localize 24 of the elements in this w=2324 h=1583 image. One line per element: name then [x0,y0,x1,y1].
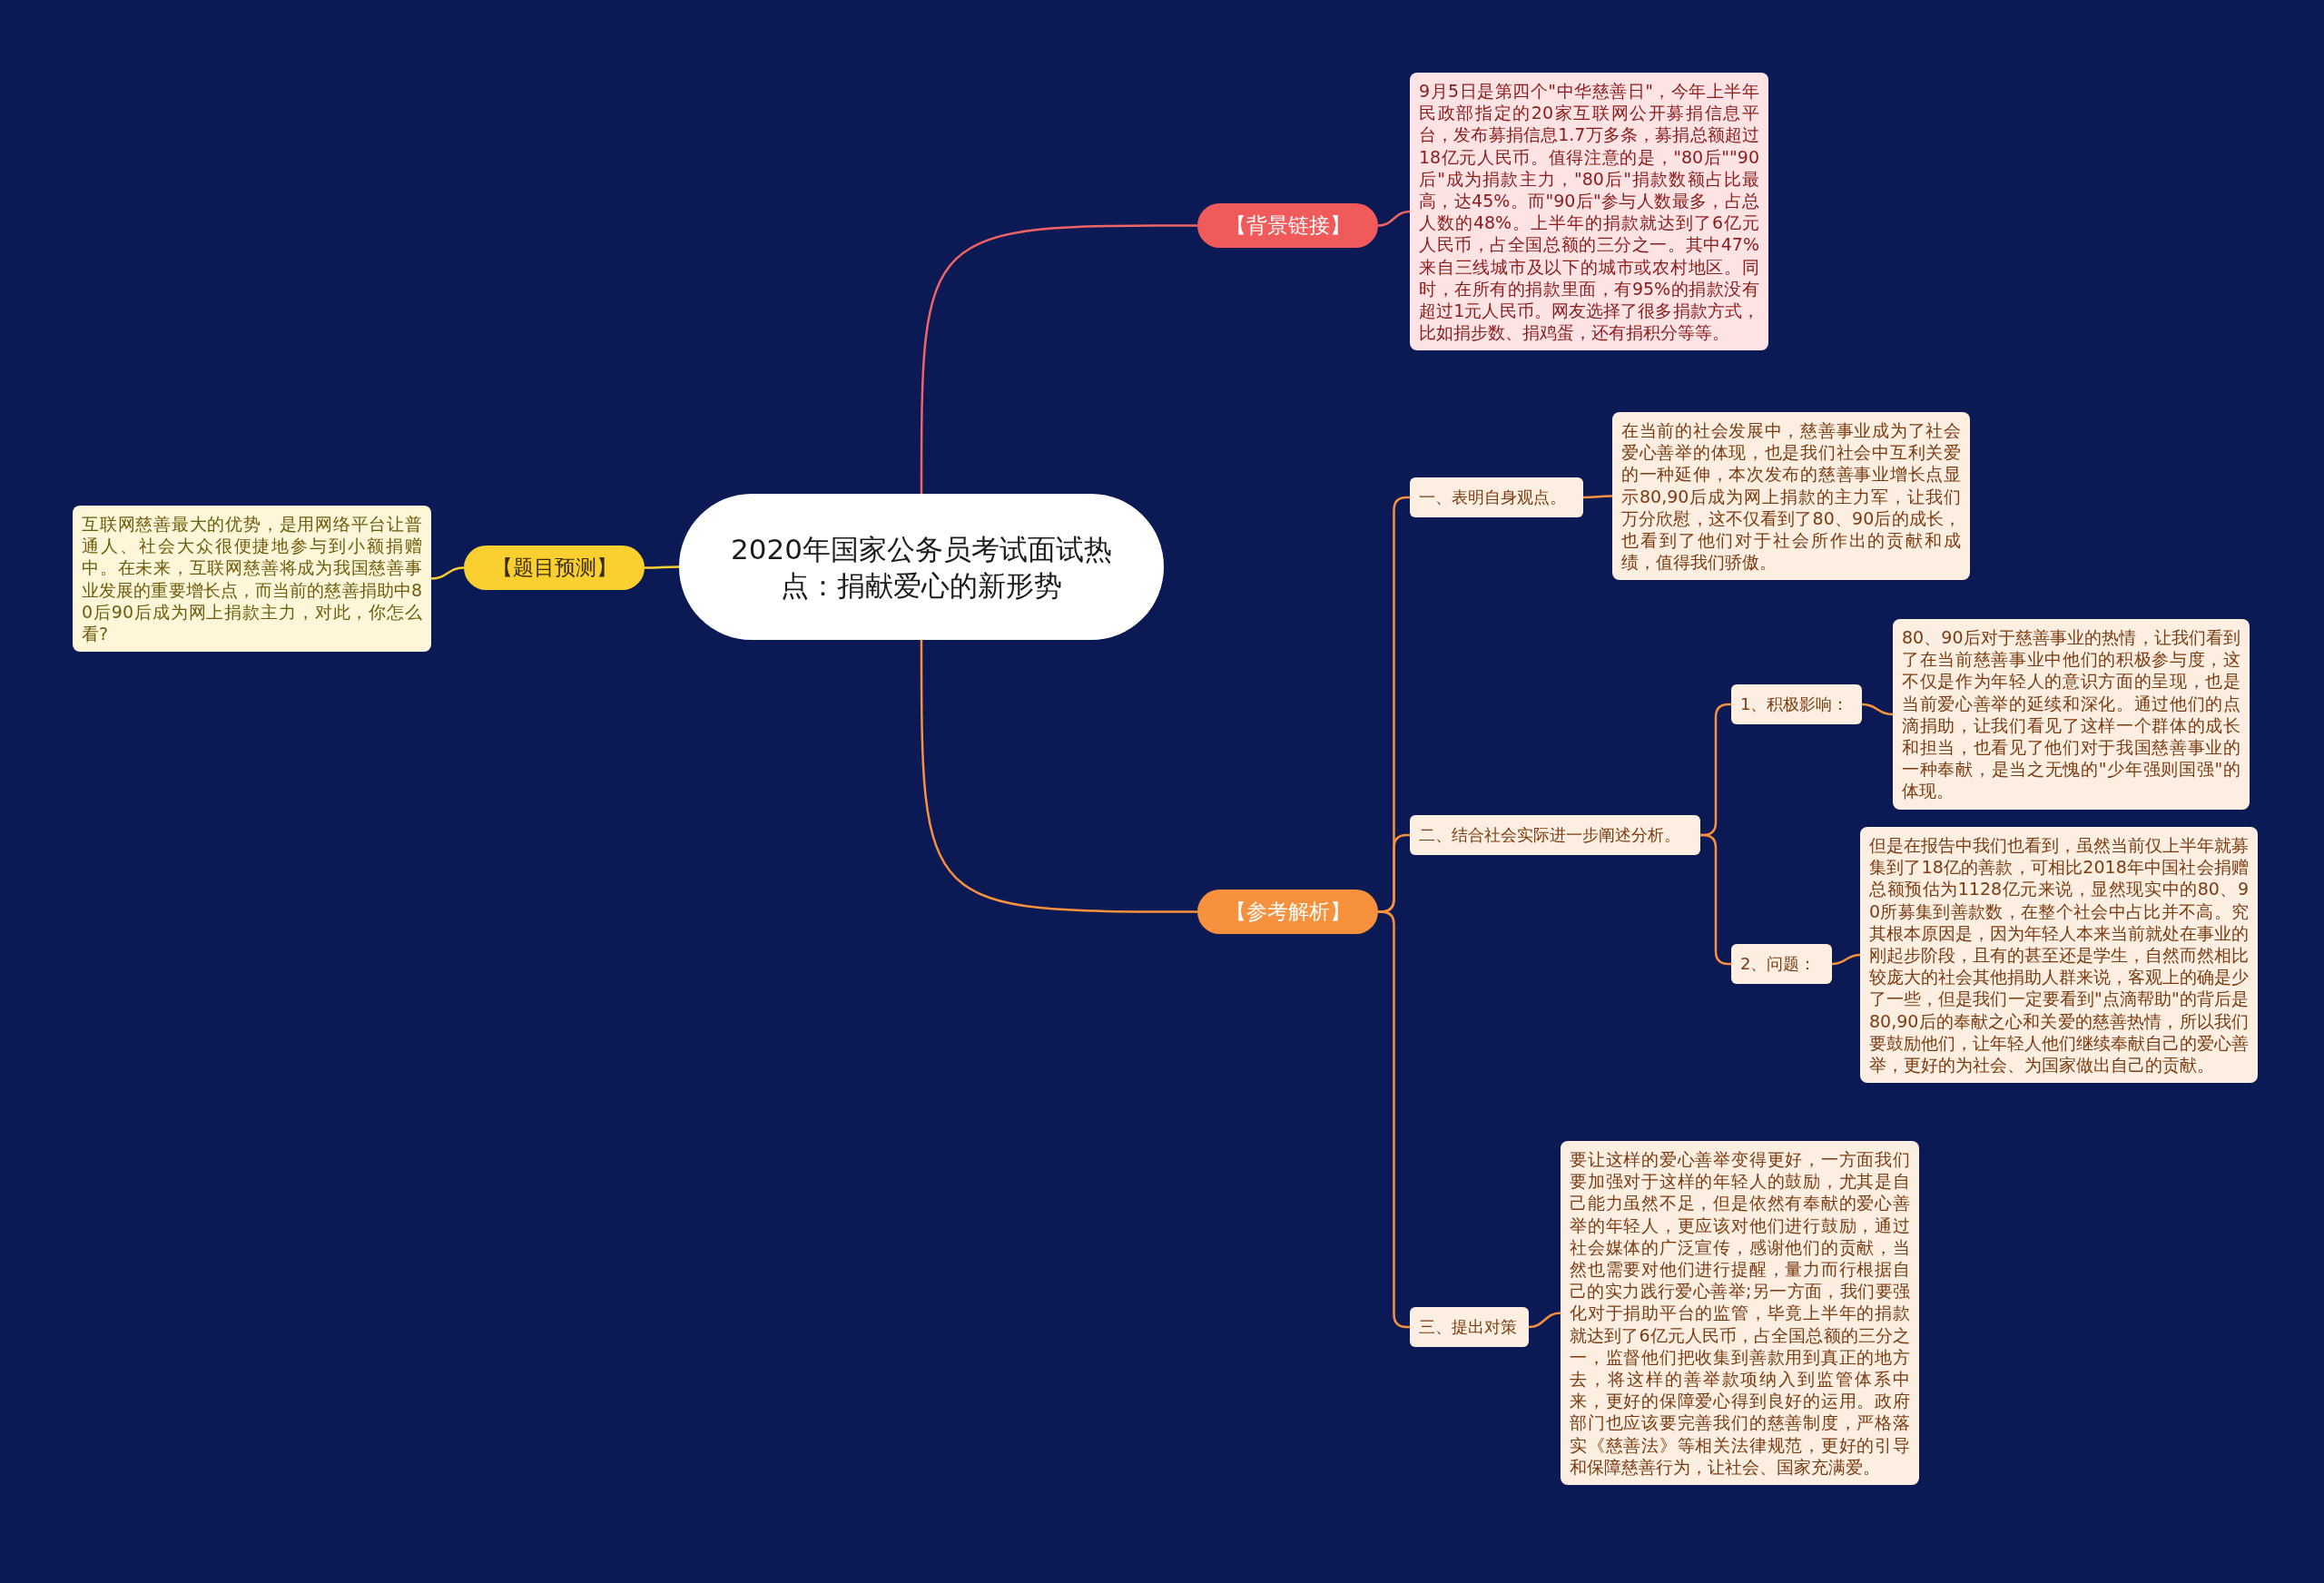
connector-line [920,224,1197,494]
connector-line [430,566,465,580]
text-card: 要让这样的爱心善举变得更好，一方面我们要加强对于这样的年轻人的鼓励，尤其是自己能力虽然不足，但是依然有奉献的爱心善举的年轻人，更应该对他们进行鼓励，通过社会媒体的广泛宣传，感谢他们的贡献，当然也需要对他们进行提醒，量力而行根据自己的实力践行爱心善举;另一方面，我们要强化对于捐助平台的监管，毕竟上半年的捐款就达到了6亿元人民币，占全国总额的三分之一，监督他们把收集到善款用到真正的地方去，将这样的善举款项纳入到监管体系中来，更好的保障爱心得到良好的运用。政府部门也应该要完善我们的慈善制度，严格落实《慈善法》等相关法律规范，更好的引导和保障慈善行为，让社会、国家充满爱。 [1561,1141,1919,1486]
connector-line [645,565,679,569]
branch-pill: 【背景链接】 [1197,203,1378,248]
text-card: 但是在报告中我们也看到，虽然当前仅上半年就募集到了18亿的善款，可相比2018年中国社会捐赠总额预估为1128亿元来说，显然现实中的80、90所募集到善款数，在整个社会中占比并不高。究其根本原因是，因为年轻人本来当前就处在事业的刚起步阶段，且有的甚至还是学生，自然而然相比较庞大的社会其他捐助人群来说，客观上的确是少了一些，但是我们一定要看到"点滴帮助"的背后是80,90后的奉献之心和关爱的慈善热情，所以我们要鼓励他们，让年轻人他们继续奉献自己的爱心善举，更好的为社会、为国家做出自己的贡献。 [1860,827,2258,1084]
topic-label: 1、积极影响： [1731,684,1862,724]
connector-line [1861,703,1894,716]
connector-line [1583,495,1612,499]
text-card: 80、90后对于慈善事业的热情，让我们看到了在当前慈善事业中他们的积极参与度，这不仅是作为年轻人的意识方面的呈现，也是当前爱心善举的延续和深化。通过他们的点滴捐助，让我们看见了这样一个群体的成长和担当，也看见了他们对于我国慈善事业的一种奉献，是当之无愧的"少年强则国强"的体现。 [1893,619,2250,810]
connector-line [920,640,1197,913]
topic-label: 一、表明自身观点。 [1410,477,1583,517]
connector-line [1831,953,1861,966]
connector-line [1377,210,1411,227]
text-card: 互联网慈善最大的优势，是用网络平台让普通人、社会大众很便捷地参与到小额捐赠中。在未来，互联网慈善将成为我国慈善事业发展的重要增长点，而当前的慈善捐助中80后90后成为网上捐款主力，对此，你怎么看? [73,506,431,653]
topic-label: 二、结合社会实际进一步阐述分析。 [1410,815,1700,855]
branch-pill: 【题目预测】 [464,546,645,590]
branch-pill: 【参考解析】 [1197,890,1378,934]
topic-bubble: 2020年国家公务员考试面试热点：捐献爱心的新形势 [679,494,1164,640]
connector-line [1528,1312,1561,1329]
text-card: 在当前的社会发展中，慈善事业成为了社会爱心善举的体现，也是我们社会中互利关爱的一种延伸，本次发布的慈善事业增长点显示80,90后成为网上捐款的主力军，让我们万分欣慰，这不仅看到了80、90后的成长，也看到了他们对于社会所作出的贡献和成绩，值得我们骄傲。 [1612,412,1970,581]
text-card: 9月5日是第四个"中华慈善日"，今年上半年民政部指定的20家互联网公开募捐信息平台，发布募捐信息1.7万多条，募捐总额超过18亿元人民币。值得注意的是，"80后""90后"成为捐款主力，"80后"捐款数额占比最高，达45%。而"90后"参与人数最多，占总人数的48%。上半年的捐款就达到了6亿元人民币，占全国总额的三分之一。其中47%来自三线城市及以下的城市或农村地区。同时，在所有的捐款里面，有95%的捐款没有超过1元人民币。网友选择了很多捐款方式，比如捐步数、捐鸡蛋，还有捐积分等等。 [1410,73,1768,351]
topic-label: 2、问题： [1731,944,1832,984]
topic-label: 三、提出对策 [1410,1307,1529,1347]
